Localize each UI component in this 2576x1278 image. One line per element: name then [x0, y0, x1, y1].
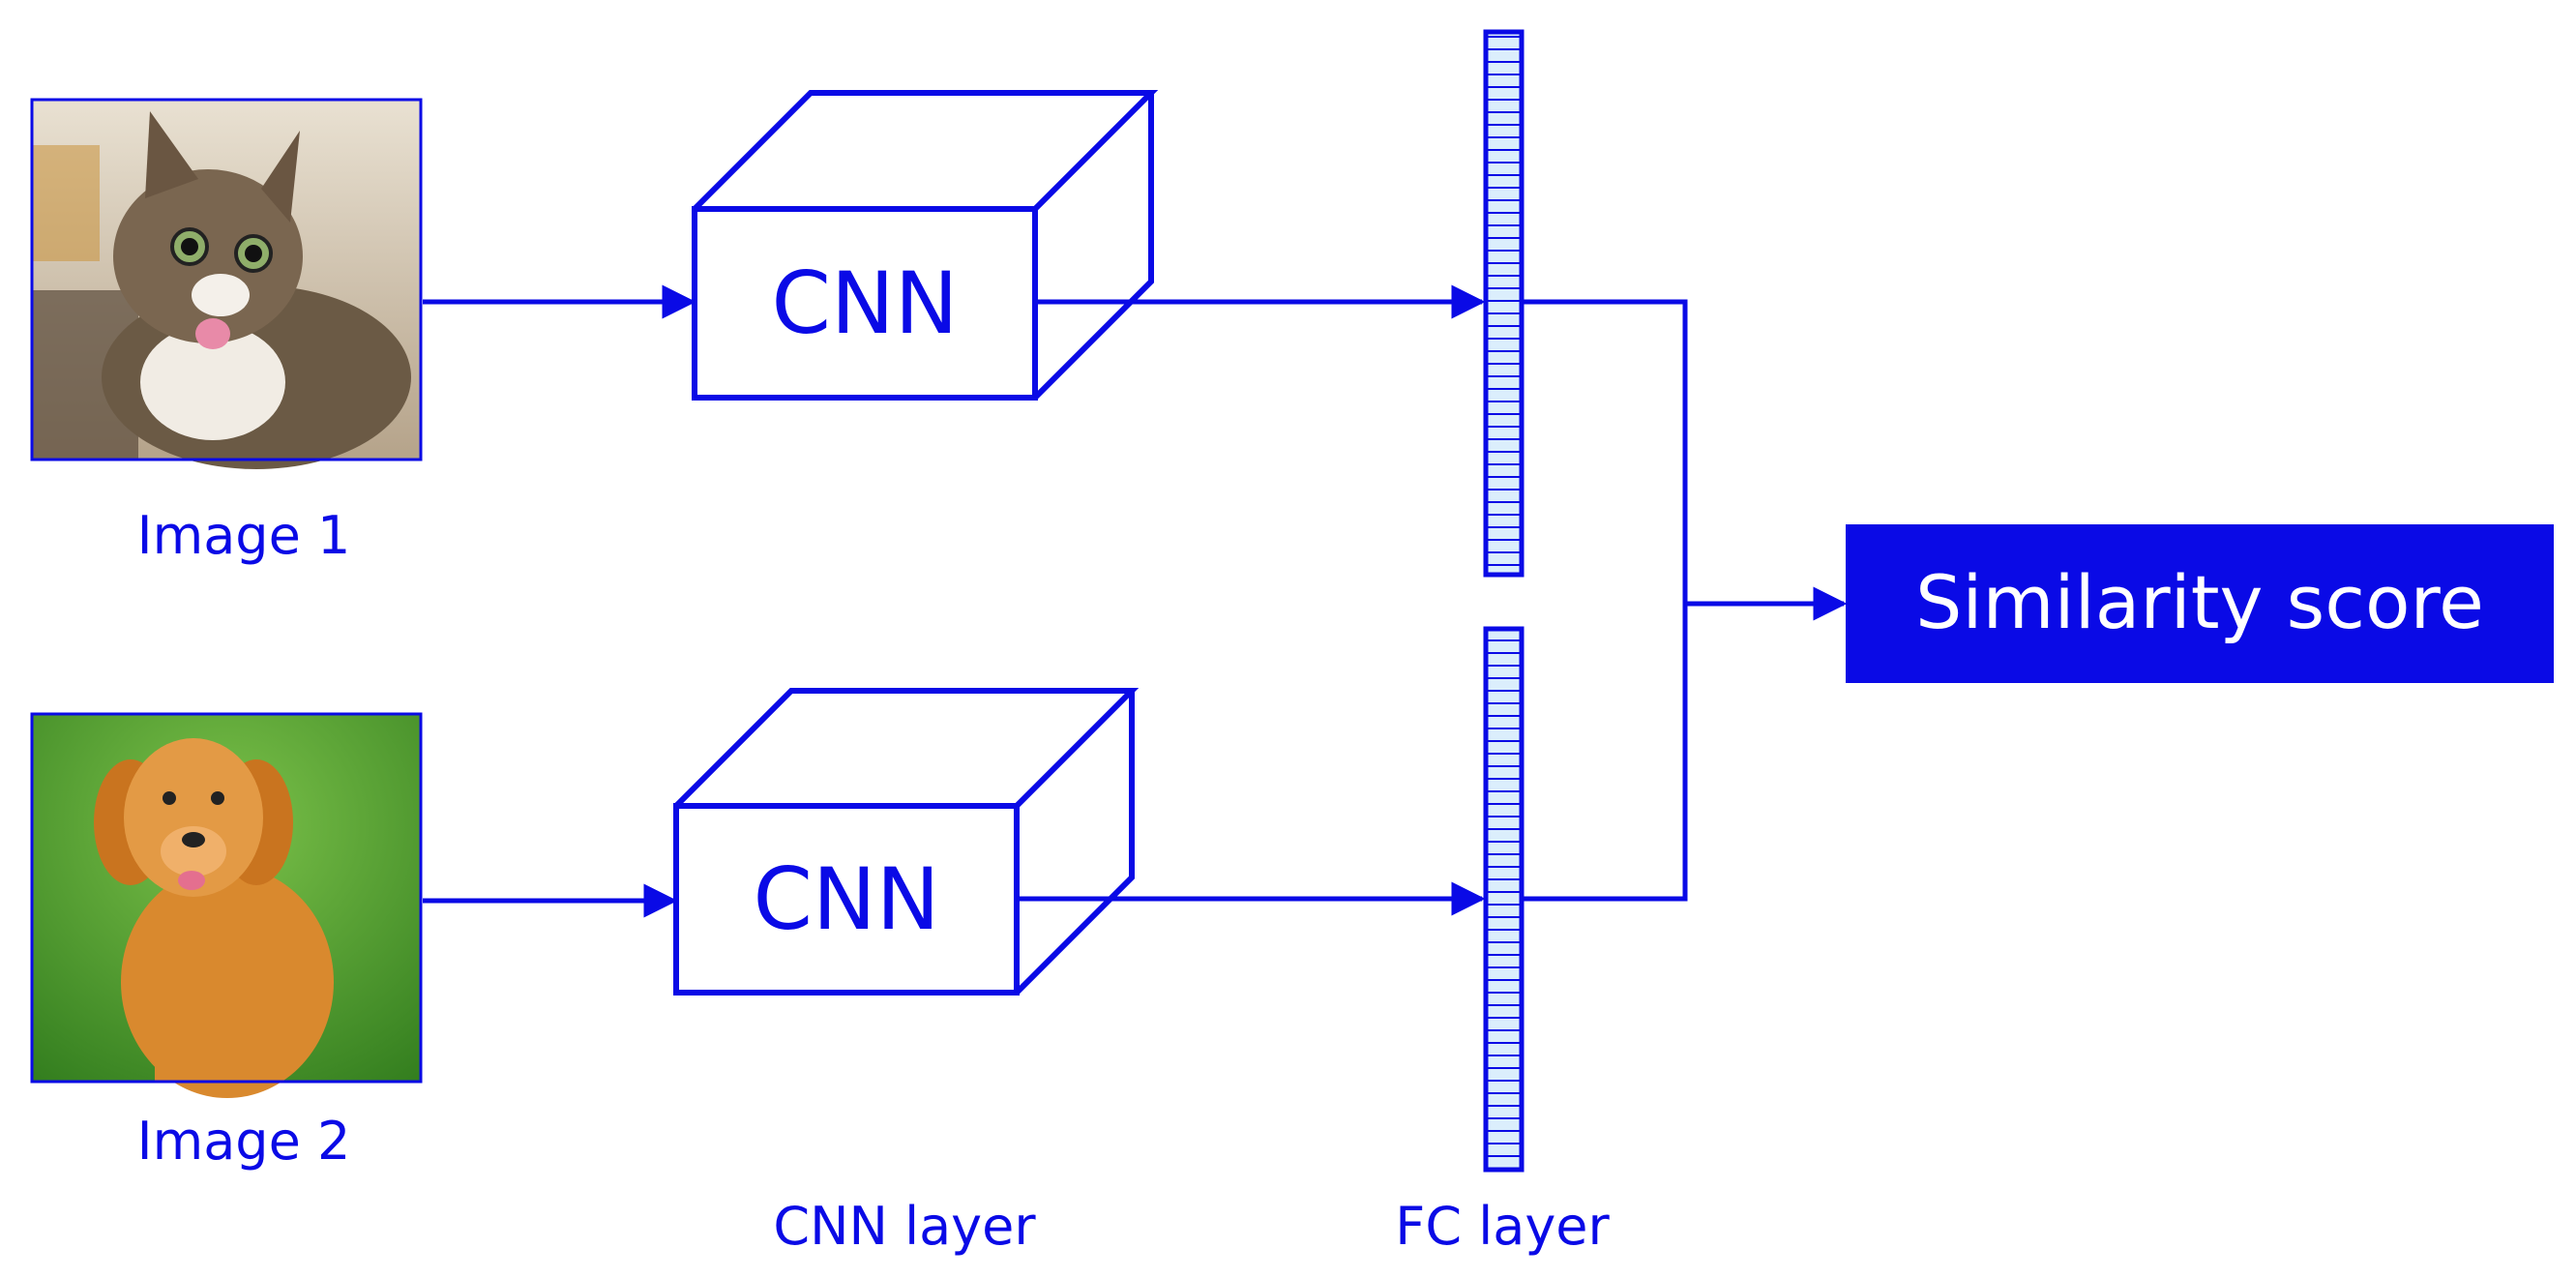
similarity-score-box [1846, 524, 2554, 683]
similarity-score-label: Similarity score [1915, 559, 2484, 645]
merge-connector-top [1524, 299, 1688, 604]
cnn-layer-label: CNN layer [773, 1196, 1036, 1257]
cnn-block-2-label: CNN [753, 849, 939, 949]
fc-layer-label: FC layer [1395, 1196, 1610, 1257]
cnn-block-1 [692, 90, 1159, 401]
input-image-1 [30, 98, 423, 469]
fc-layer-bar-1 [1483, 29, 1525, 578]
image-1-label: Image 1 [137, 505, 351, 566]
fc-layer-bar-2 [1483, 626, 1525, 1173]
cnn-block-2 [673, 688, 1140, 996]
merge-connector-bottom [1524, 604, 1688, 902]
input-image-2 [30, 712, 423, 1098]
image-2-label: Image 2 [137, 1111, 351, 1172]
cnn-block-1-label: CNN [771, 253, 958, 353]
